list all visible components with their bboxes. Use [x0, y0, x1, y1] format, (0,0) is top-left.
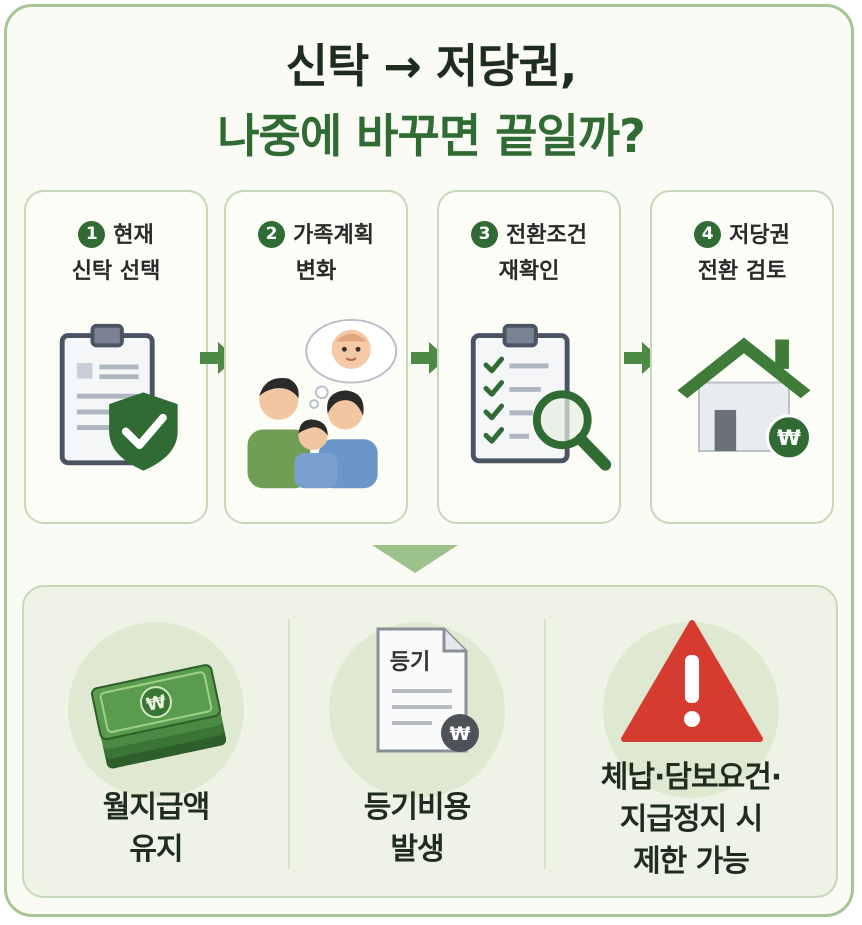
results-divider-1	[288, 619, 290, 869]
title-line-2: 나중에 바꾸면 끝일까?	[217, 109, 646, 163]
checklist-magnifier-icon	[470, 323, 612, 471]
step-2-card: 2 가족계획 변화	[224, 190, 408, 524]
step-3-line2: 재확인	[498, 259, 560, 284]
title-line-1: 신탁 → 저당권,	[285, 39, 578, 93]
step-2-line1: 가족계획	[293, 223, 374, 248]
step-2-line2: 변화	[295, 259, 337, 284]
step-3-card: 3 전환조건 재확인	[437, 190, 621, 524]
step-2-badge: 2	[258, 220, 286, 248]
result-2-line2: 발생	[390, 832, 444, 867]
document-shield-icon	[59, 323, 178, 471]
step-3-badge: 3	[471, 220, 499, 248]
result-1-line1: 월지급액	[102, 790, 210, 825]
step-1-line1: 현재	[113, 223, 154, 248]
step-4-line2: 전환 검토	[697, 259, 787, 284]
step-1-card: 1 현재 신탁 선택	[24, 190, 208, 524]
down-chevron-icon	[372, 545, 458, 573]
document-won-symbol: ₩	[450, 723, 471, 745]
money-won-symbol: ₩	[144, 691, 168, 716]
step-4-card: 4 저당권 전환 검토 ₩	[650, 190, 834, 524]
money-stack-icon: ₩	[91, 664, 227, 769]
result-3-line3: 제한 가능	[633, 844, 750, 879]
result-3-line2: 지급정지 시	[619, 802, 763, 837]
results-divider-2	[544, 619, 546, 869]
result-3: 체납·담보요건· 지급정지 시 제한 가능	[546, 587, 836, 896]
result-2-line1: 등기비용	[363, 790, 471, 825]
house-won-icon: ₩	[677, 337, 812, 461]
warning-triangle-icon	[621, 620, 763, 742]
house-won-symbol: ₩	[777, 426, 801, 451]
document-label: 등기	[390, 650, 430, 675]
result-2: 등기 ₩ 등기비용 발생	[290, 587, 544, 896]
registration-document-icon: 등기 ₩	[376, 627, 479, 753]
step-4-line1: 저당권	[729, 223, 790, 248]
result-1-line2: 유지	[129, 832, 183, 867]
results-panel: ₩ 월지급액 유지 등기 ₩ 등기비용 발생	[22, 585, 838, 898]
family-baby-icon	[247, 318, 398, 489]
result-1: ₩ 월지급액 유지	[24, 587, 288, 896]
step-1-badge: 1	[78, 220, 106, 248]
step-4-badge: 4	[694, 220, 722, 248]
result-3-line1: 체납·담보요건·	[600, 760, 782, 795]
step-1-line2: 신탁 선택	[71, 259, 161, 284]
step-3-line1: 전환조건	[506, 223, 587, 248]
